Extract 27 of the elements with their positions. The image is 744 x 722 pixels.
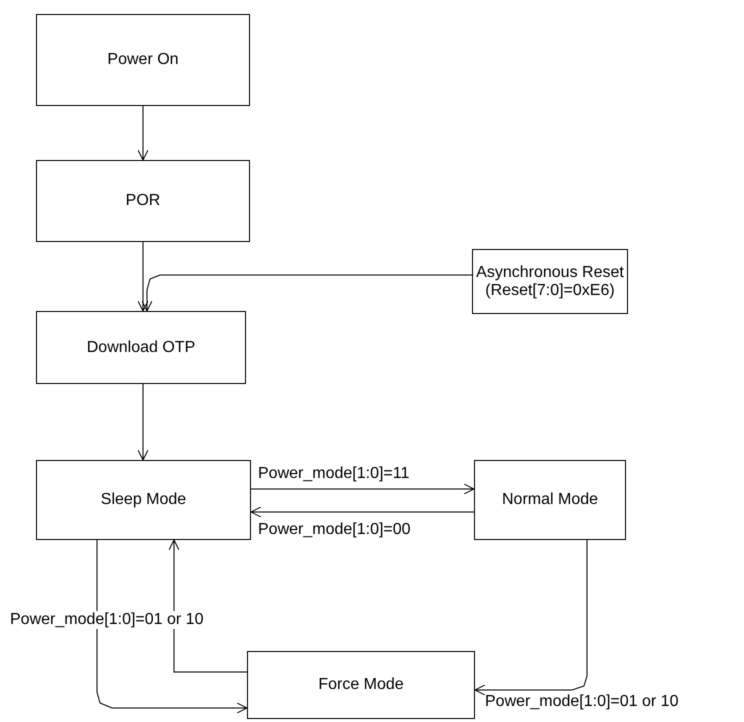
state-label: Download OTP <box>86 338 196 356</box>
state-label: Normal Mode <box>502 491 598 509</box>
arrow <box>96 540 248 714</box>
arrow <box>138 384 148 460</box>
state-box <box>36 460 251 540</box>
edge-label: Power_mode[1:0]=01 or 10 <box>485 693 678 711</box>
state-box <box>36 160 250 242</box>
state-label: Force Mode <box>318 676 404 694</box>
edge-label: Power_mode[1:0]=01 or 10 <box>10 611 204 629</box>
arrow <box>474 540 588 696</box>
arrow <box>250 484 474 494</box>
state-label: Sleep Mode <box>100 491 186 509</box>
arrow <box>142 274 472 312</box>
state-box <box>36 311 246 384</box>
state-label: Power On <box>107 51 179 69</box>
edge-label: Power_mode[1:0]=11 <box>258 465 410 483</box>
arrow <box>138 242 148 312</box>
state-box <box>247 651 475 719</box>
edge-label: Power_mode[1:0]=00 <box>258 521 411 539</box>
state-label: Asynchronous Reset (Reset[7:0]=0xE6) <box>475 264 625 300</box>
arrow <box>138 106 148 160</box>
arrow <box>168 540 248 672</box>
state-box <box>472 249 628 314</box>
state-box <box>36 14 250 106</box>
state-box <box>474 460 626 540</box>
arrow <box>250 506 474 518</box>
state-label: POR <box>126 192 160 210</box>
